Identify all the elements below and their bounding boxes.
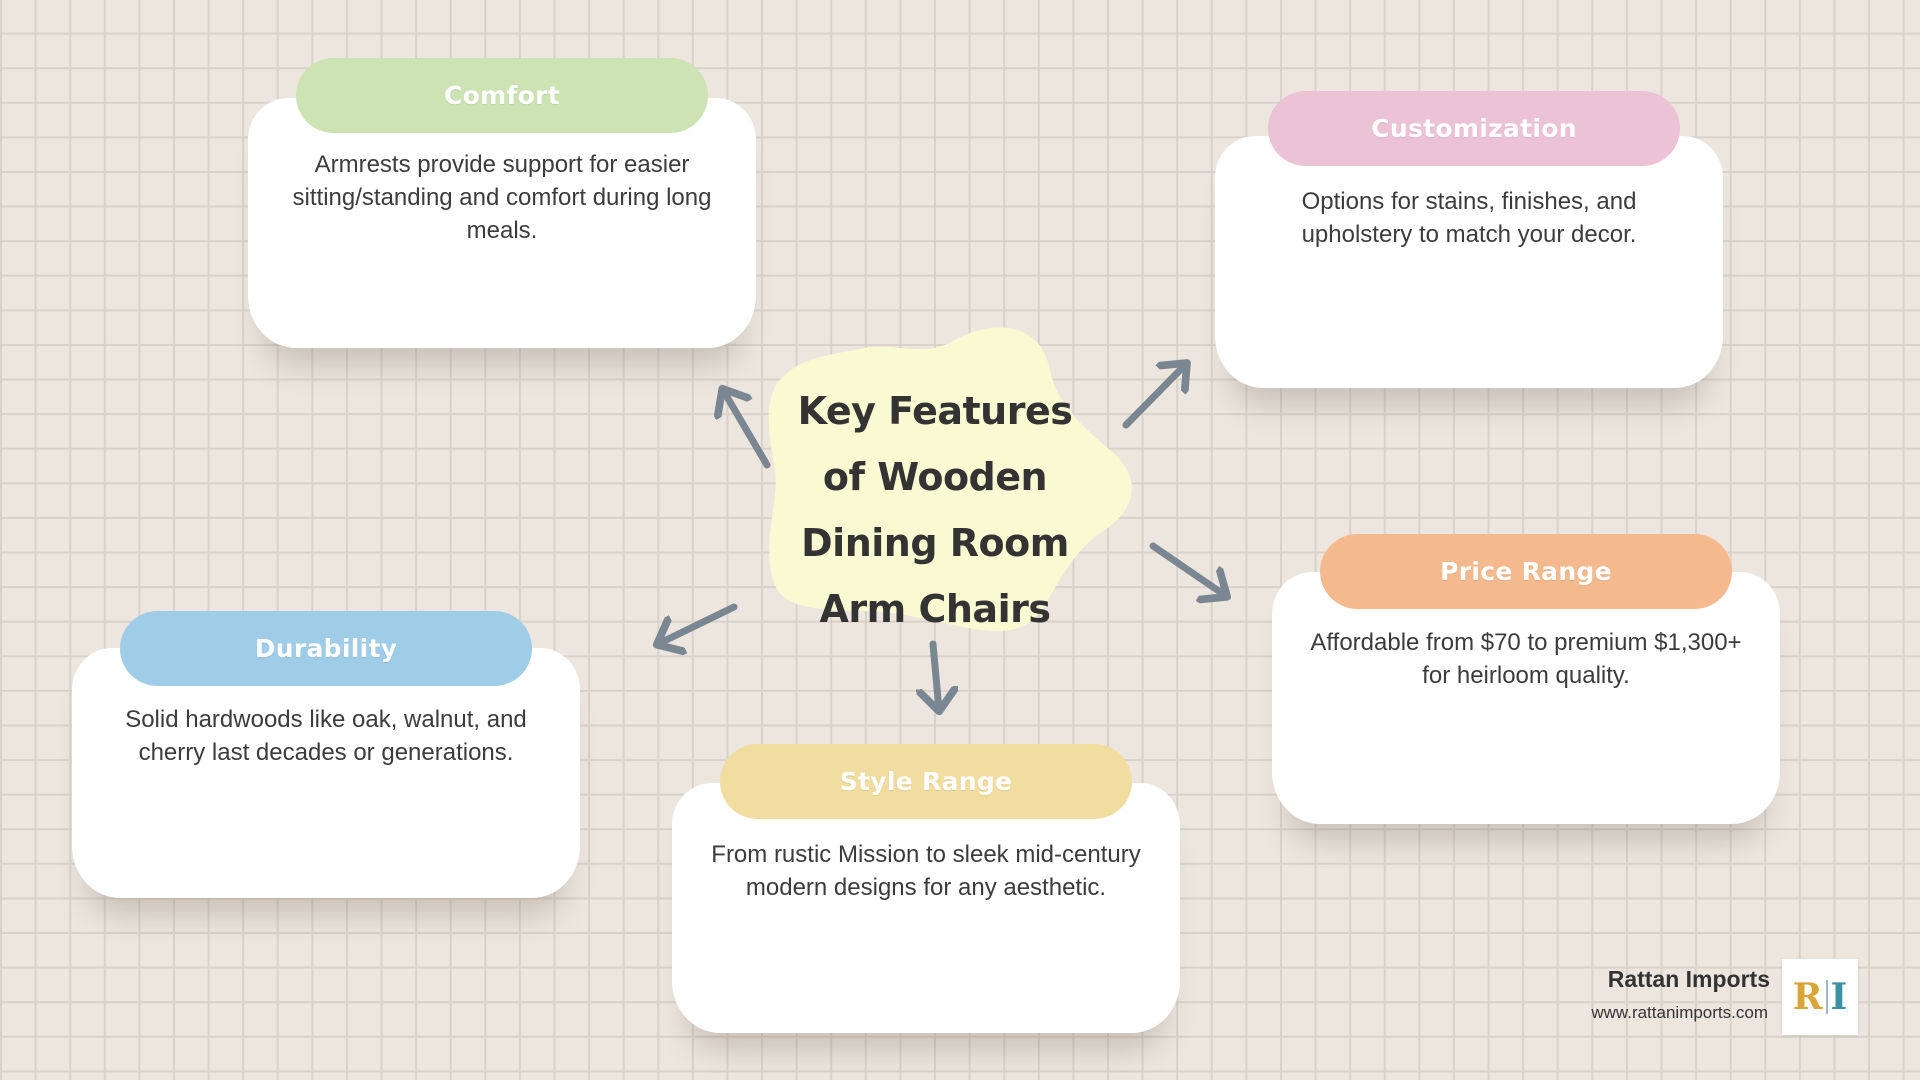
center-blob xyxy=(768,327,1132,631)
customization-label: Customization xyxy=(1268,91,1680,166)
style-range-card: From rustic Mission to sleek mid-century… xyxy=(672,783,1180,1033)
customization-description: Options for stains, finishes, and uphols… xyxy=(1301,188,1637,248)
customization-card: Options for stains, finishes, and uphols… xyxy=(1215,136,1723,388)
diagram-title: Key Features of Wooden Dining Room Arm C… xyxy=(797,389,1073,631)
price-range-card: Affordable from $70 to premium $1,300+ f… xyxy=(1272,572,1780,824)
comfort-card: Armrests provide support for easier sitt… xyxy=(248,98,756,348)
arrow-to-customization xyxy=(1122,364,1186,429)
arrow-to-durability xyxy=(658,603,738,644)
comfort-description: Armrests provide support for easier sitt… xyxy=(292,151,712,244)
arrow-to-price-range xyxy=(1149,542,1226,596)
arrow-to-style-range xyxy=(933,640,939,710)
style-range-label: Style Range xyxy=(720,744,1132,819)
durability-card: Solid hardwoods like oak, walnut, and ch… xyxy=(72,648,580,898)
arrow-to-comfort xyxy=(723,390,771,469)
style-range-description: From rustic Mission to sleek mid-century… xyxy=(711,841,1141,901)
comfort-label: Comfort xyxy=(296,58,708,133)
durability-description: Solid hardwoods like oak, walnut, and ch… xyxy=(125,706,527,766)
durability-label: Durability xyxy=(120,611,532,686)
brand-url: www.rattanimports.com xyxy=(1591,1003,1768,1022)
price-range-label: Price Range xyxy=(1320,534,1732,609)
brand-name: Rattan Imports xyxy=(1607,966,1770,992)
price-range-description: Affordable from $70 to premium $1,300+ f… xyxy=(1310,629,1742,689)
